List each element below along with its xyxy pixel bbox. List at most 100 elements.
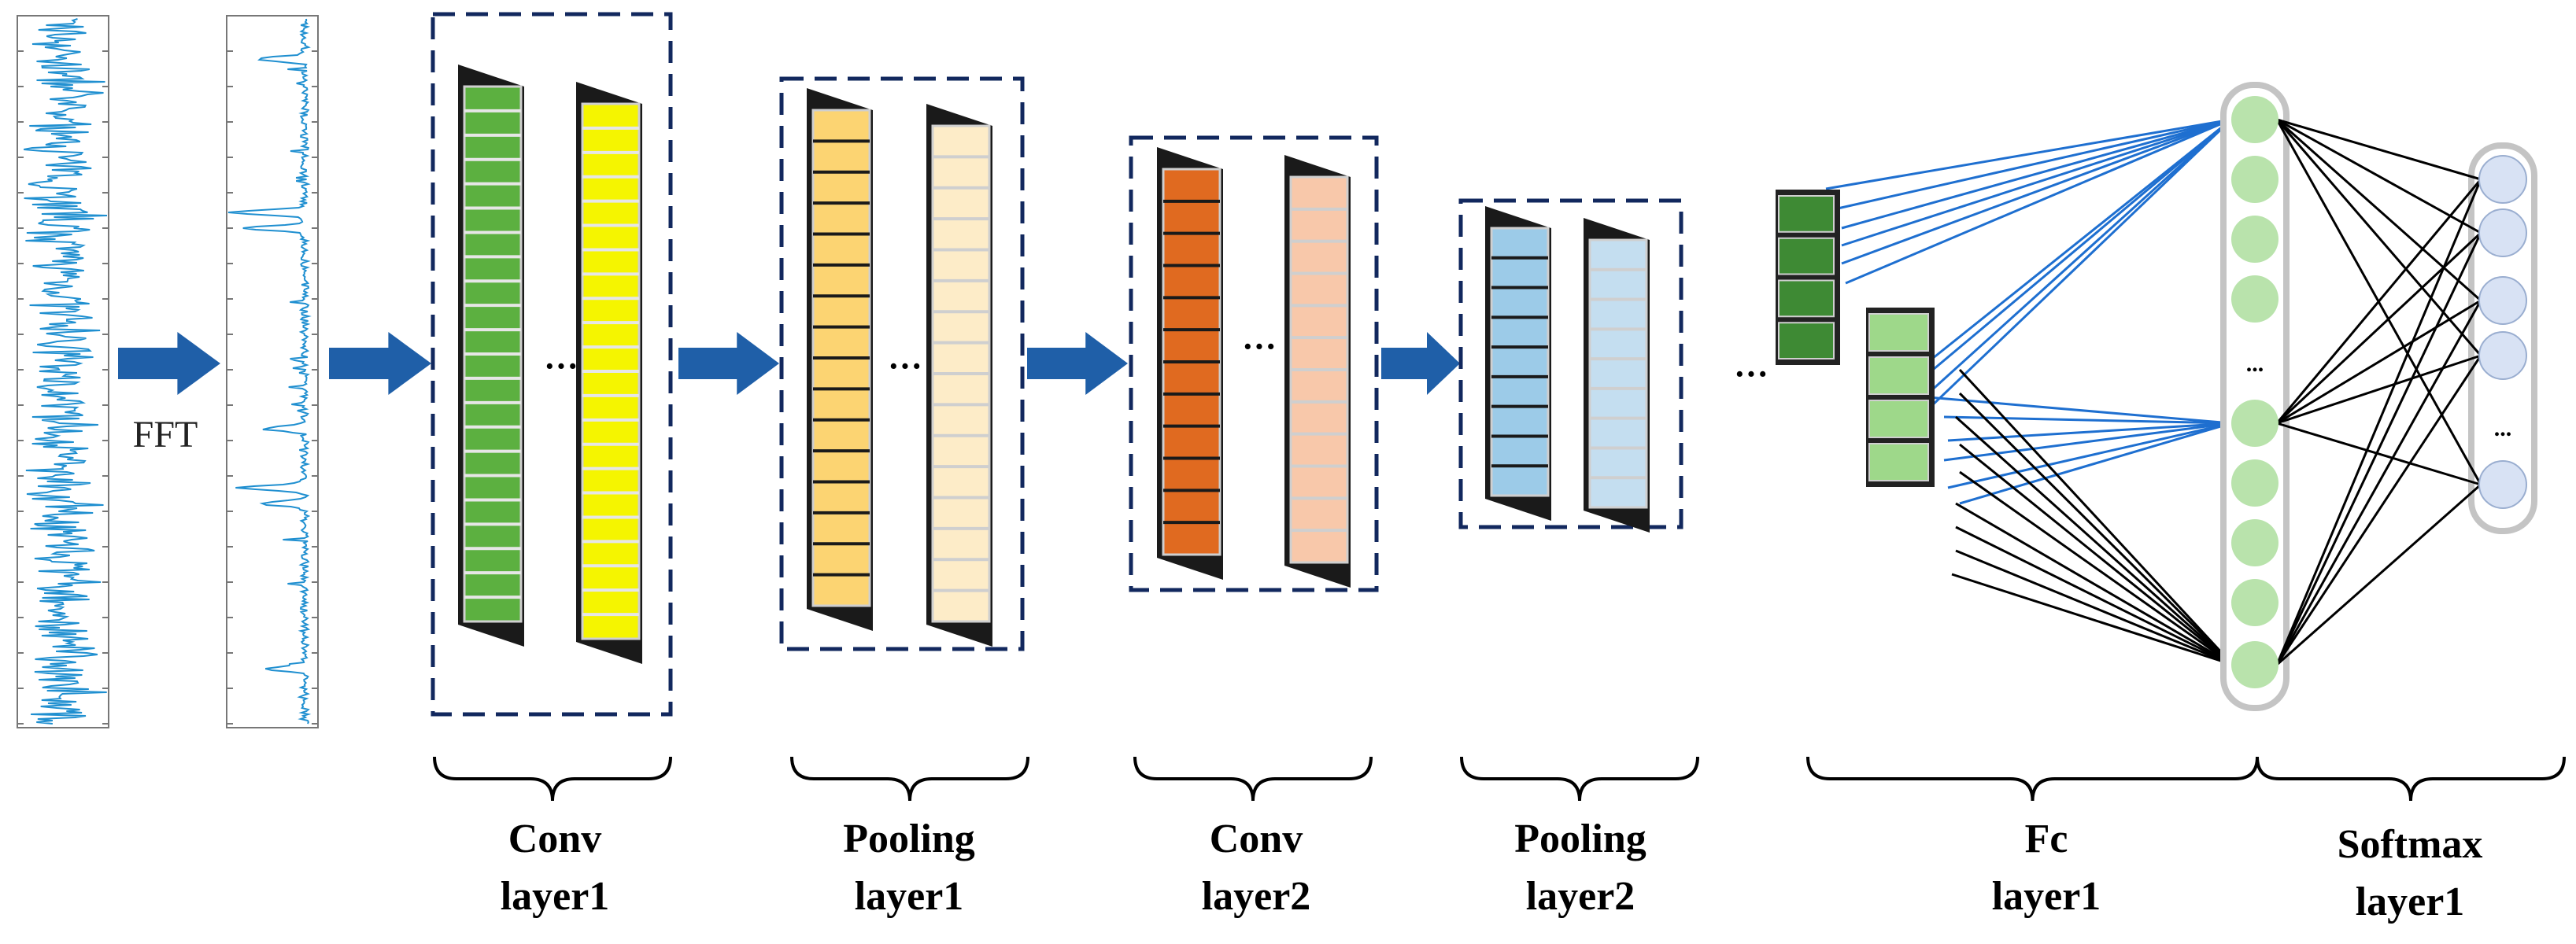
fft-spectrum-ticks <box>227 50 318 725</box>
conv-layer1-map-1 <box>458 65 524 647</box>
fc-neuron <box>2231 400 2278 447</box>
fc-neuron <box>2231 156 2278 203</box>
fc-layer1-neurons <box>2231 96 2278 688</box>
arrow-to-pool2 <box>1381 332 1460 395</box>
raw-signal-waveform <box>24 18 108 725</box>
layer-brace <box>2256 756 2566 802</box>
fc-input-edge <box>1954 415 2234 666</box>
fc-input-edge <box>1825 118 2232 190</box>
fc-to-softmax-connections <box>2275 118 2482 666</box>
conv-layer2-map-1 <box>1157 147 1223 580</box>
fc-softmax-edge <box>2276 118 2482 302</box>
fc-input-edge <box>1955 549 2234 666</box>
between-layers-ellipsis: ··· <box>1734 355 1768 393</box>
fc-input-edge <box>1959 422 2232 505</box>
fc-layer1-flatten-maps <box>1776 190 1935 487</box>
arrow-fft <box>118 332 220 395</box>
conv-layer1-box <box>431 12 673 717</box>
fc-softmax-edge <box>2275 179 2482 666</box>
fc-softmax-edge <box>2275 119 2482 356</box>
fc-softmax-edge <box>2276 118 2482 234</box>
layer-brace <box>1133 756 1373 802</box>
fc-input-edge <box>1959 470 2234 666</box>
pooling-layer1-label-line1: Pooling <box>843 817 975 861</box>
fc-input-edge <box>1841 118 2232 247</box>
pooling-layer1-map-1 <box>807 88 873 631</box>
layer-brace <box>1806 756 2259 802</box>
conv-layer1-map-2 <box>576 82 642 664</box>
flatten-map-cell <box>1868 313 1929 352</box>
fc-input-edge <box>1837 118 2232 210</box>
fc-neuron <box>2231 96 2278 143</box>
raw-signal-plot <box>17 15 109 728</box>
fc-input-edge <box>1951 573 2234 666</box>
fc-neuron-ellipsis: ... <box>2246 351 2264 377</box>
fc-neuron <box>2231 641 2278 688</box>
fc-neuron <box>2231 459 2278 507</box>
softmax-neuron <box>2478 460 2527 509</box>
pooling-layer2-label-line1: Pooling <box>1514 817 1646 861</box>
pooling-layer2-box <box>1458 198 1683 529</box>
conv-layer2-label-line2: layer2 <box>1202 874 1311 919</box>
feature-map-face <box>1588 238 1648 509</box>
feature-map-face <box>1490 227 1550 497</box>
fc-input-edge <box>1958 392 2234 666</box>
fc-softmax-edge <box>2275 232 2482 666</box>
fc-flatten-map-2 <box>1866 308 1935 487</box>
flatten-map-cell <box>1868 356 1929 395</box>
fc-neuron <box>2231 519 2278 566</box>
arrow-to-pool1 <box>678 332 779 395</box>
arrow-to-conv2 <box>1027 332 1128 395</box>
flatten-map-cell <box>1778 322 1835 360</box>
flatten-map-cell <box>1868 400 1929 438</box>
conv-layer2-ellipsis: ··· <box>1242 327 1277 366</box>
fc-flatten-map-1 <box>1776 190 1840 365</box>
fc-softmax-edge <box>2275 355 2482 666</box>
fc-layer1-label-line2: layer1 <box>1992 874 2101 919</box>
fc-layer1-label-line1: Fc <box>2025 817 2068 861</box>
layer-brace <box>1460 756 1699 802</box>
fc-input-edge <box>1927 118 2232 375</box>
fc-input-edge <box>1959 443 2234 666</box>
fc-input-edge <box>1841 118 2232 265</box>
conv-layer2-box <box>1129 135 1379 592</box>
pooling-layer2-feature-maps <box>1485 206 1650 533</box>
pooling-layer2-map-1 <box>1485 206 1551 521</box>
pooling-layer1-feature-maps <box>807 88 992 647</box>
conv-layer1-label-line1: Conv <box>508 817 601 861</box>
fc-softmax-edge <box>2276 118 2482 181</box>
flatten-map-cell <box>1868 443 1929 481</box>
layer-brace <box>433 756 672 802</box>
pooling-layer2-map-2 <box>1584 218 1650 533</box>
fc-input-edge <box>1947 422 2232 442</box>
fc-softmax-edge <box>2275 300 2482 666</box>
fc-input-edge <box>1943 422 2232 462</box>
fc-softmax-edge <box>2276 422 2482 486</box>
fc-input-edge <box>1958 368 2234 666</box>
softmax-layer1-neurons <box>2478 155 2527 509</box>
fc-input-edge <box>1927 118 2232 363</box>
conv-layer2-feature-maps <box>1157 147 1351 588</box>
layer-brace <box>790 756 1029 802</box>
conv-layer2-label-line1: Conv <box>1210 817 1303 861</box>
pooling-layer1-box <box>779 76 1025 651</box>
fc-neuron <box>2231 216 2278 263</box>
fc-input-edge <box>1955 502 2234 666</box>
flatten-map-cell <box>1778 195 1835 233</box>
fc-input-edge <box>1841 118 2232 230</box>
conv-layer1-ellipsis: ··· <box>544 347 578 385</box>
arrow-to-conv1 <box>329 332 431 395</box>
fc-softmax-edge <box>2276 354 2482 425</box>
softmax-layer1-label-line2: layer1 <box>2356 879 2465 924</box>
fc-input-edge <box>1947 422 2232 489</box>
conv-layer2-map-2 <box>1284 155 1351 588</box>
fc-softmax-edge <box>2275 179 2482 424</box>
fc-neuron <box>2231 579 2278 626</box>
fc-neuron <box>2231 275 2278 323</box>
conv-layer1-feature-maps <box>458 65 642 664</box>
pooling-layer1-map-2 <box>926 104 992 647</box>
fc-softmax-edge <box>2276 299 2482 425</box>
fc-input-edge <box>1955 525 2234 666</box>
